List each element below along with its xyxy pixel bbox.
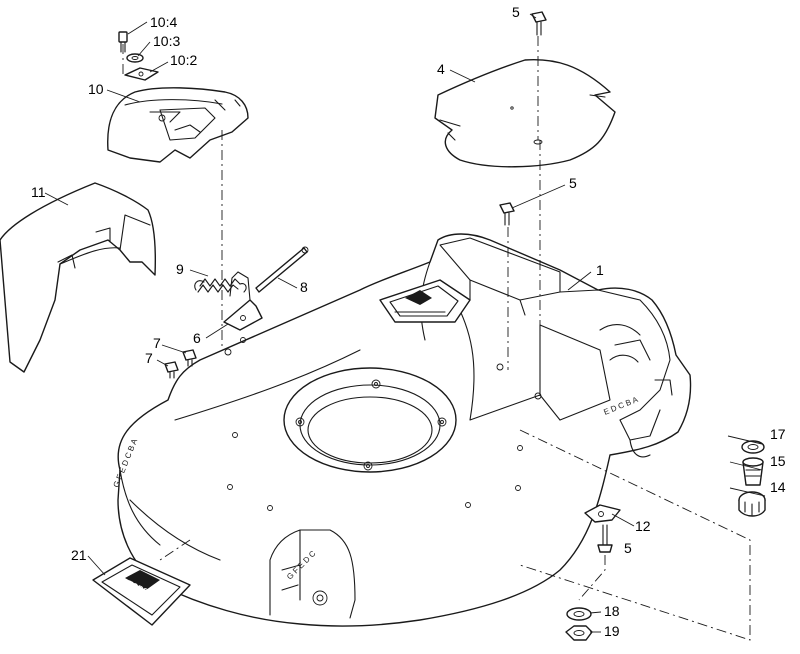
callout-19: 19	[604, 623, 620, 639]
callout-21: 21	[71, 547, 87, 563]
callout-12: 12	[635, 518, 651, 534]
lower-washer	[566, 607, 592, 621]
callout-14: 14	[770, 479, 786, 495]
engine-mount-opening	[283, 367, 457, 473]
callout-8: 8	[300, 279, 308, 295]
axle-bracket	[584, 504, 621, 523]
callout-10-4: 10:4	[150, 14, 177, 30]
side-shield	[0, 182, 157, 373]
callout-labels: 1 4 5 5 5 6 7 7 8 9 10 10:2 10:3 10:4 11…	[31, 4, 786, 639]
wheel-washer	[741, 440, 765, 454]
callout-7-lower: 7	[145, 350, 153, 366]
top-cover	[107, 87, 249, 163]
cover-screw	[118, 31, 128, 53]
plate-screw	[531, 11, 547, 36]
callout-5-middle: 5	[569, 175, 577, 191]
hex-nut-upper	[182, 349, 197, 367]
wheel-nut	[738, 491, 766, 517]
callout-18: 18	[604, 603, 620, 619]
wheel-bushing	[742, 457, 764, 486]
callout-10: 10	[88, 81, 104, 97]
callout-11: 11	[31, 184, 46, 200]
assembly-centerlines	[122, 36, 751, 641]
pivot-rod	[255, 246, 309, 293]
callout-1: 1	[596, 262, 604, 278]
pivot-bracket	[223, 271, 263, 331]
return-spring	[194, 278, 247, 293]
callout-10-2: 10:2	[170, 52, 197, 68]
callout-6: 6	[193, 330, 201, 346]
callout-7-upper: 7	[153, 335, 161, 351]
deck-decal	[379, 279, 471, 323]
cover-washer	[126, 53, 144, 63]
lower-nut	[565, 625, 593, 641]
leader-lines	[44, 13, 766, 633]
callout-17: 17	[770, 426, 786, 442]
top-plate	[434, 58, 616, 168]
callout-9: 9	[176, 261, 184, 277]
callout-5-bottom: 5	[624, 540, 632, 556]
bracket-screw	[597, 524, 613, 553]
callout-10-3: 10:3	[153, 33, 180, 49]
housing-screw	[499, 202, 515, 226]
cover-bracket	[124, 67, 159, 81]
front-decal-plate: TORO	[92, 557, 191, 626]
callout-5-top: 5	[512, 4, 520, 20]
callout-4: 4	[437, 61, 445, 77]
hex-nut-lower	[164, 361, 179, 379]
callout-15: 15	[770, 453, 786, 469]
